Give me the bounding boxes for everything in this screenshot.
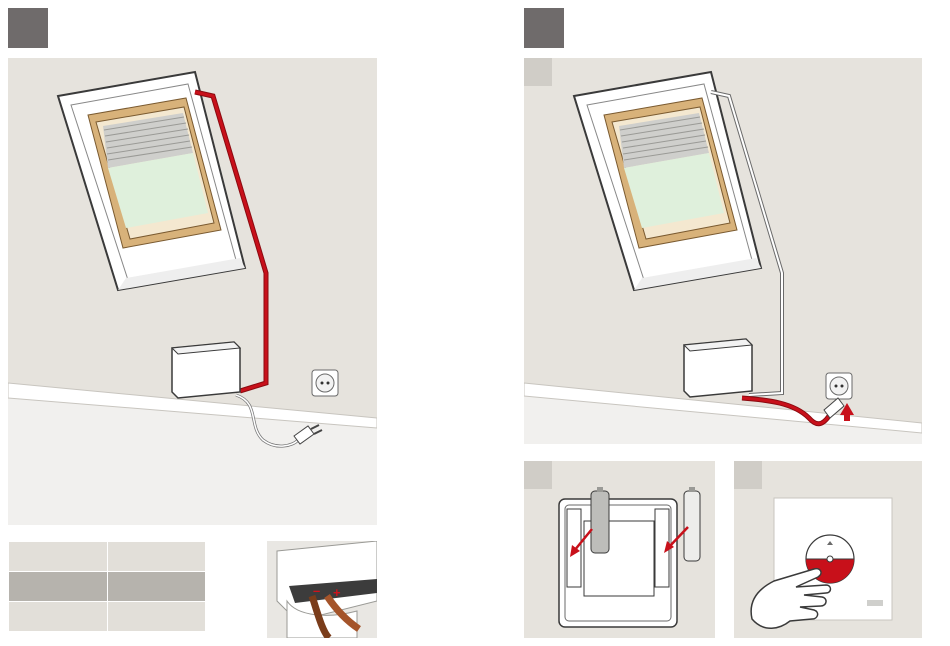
installation-illustration-right (524, 58, 922, 444)
info-table (8, 541, 206, 632)
table-cell (107, 542, 206, 572)
table-cell (9, 542, 108, 572)
remote-activation-illustration (734, 461, 922, 638)
table-cell (107, 572, 206, 602)
step-number-box-right (524, 8, 564, 48)
sub-step-box-c (734, 461, 762, 489)
power-socket (312, 370, 338, 396)
sub-step-box-b (524, 461, 552, 489)
table-cell (107, 602, 206, 632)
control-box (172, 342, 240, 398)
power-socket (826, 373, 852, 399)
table-cell (9, 572, 108, 602)
plus-label: + (333, 585, 341, 600)
control-box (684, 339, 752, 397)
step-number-box-left (8, 8, 48, 48)
battery-illustration (524, 461, 715, 638)
sub-step-box-a (524, 58, 552, 86)
minus-label: – (313, 583, 320, 598)
table-cell (9, 602, 108, 632)
cable-polarity-detail: – + (267, 541, 377, 638)
installation-illustration-left (8, 58, 377, 525)
